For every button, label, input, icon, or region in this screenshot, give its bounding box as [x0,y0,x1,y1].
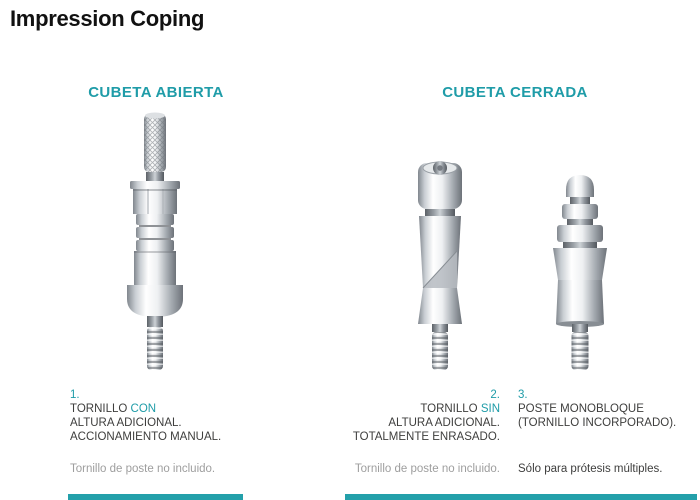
product-3-line2: (TORNILLO INCORPORADO). [518,417,677,429]
product-2-note: Tornillo de poste no incluido. [354,463,500,475]
product-1-number: 1. [70,389,80,401]
product-2-line1-text: TORNILLO [420,403,478,415]
section-header-closed-tray: CUBETA CERRADA [442,84,588,101]
product-1-line1-text: TORNILLO [70,403,128,415]
implant-monoblock-image [553,175,607,370]
product-2-line2: ALTURA ADICIONAL. [388,417,500,429]
product-3-caption: 3. POSTE MONOBLOQUE (TORNILLO INCORPORAD… [518,388,698,430]
product-3-note: Sólo para prótesis múltiples. [518,463,663,475]
product-3-number: 3. [518,389,528,401]
product-2-line3: TOTALMENTE ENRASADO. [352,431,500,443]
implant-closed-tray-image [418,161,462,370]
product-1-line2: ALTURA ADICIONAL. [70,417,182,429]
product-2-caption: 2. TORNILLO SIN ALTURA ADICIONAL. TOTALM… [305,388,500,444]
product-2-line1: TORNILLO SIN [305,402,500,416]
product-2-line1-accent: SIN [480,403,500,415]
product-1-note: Tornillo de poste no incluido. [70,463,216,475]
product-1-line3: ACCIONAMIENTO MANUAL. [70,431,222,443]
product-2-number: 2. [490,389,500,401]
accent-bar-left [68,494,243,500]
product-1-line1: TORNILLO CON [70,402,285,416]
product-1-caption: 1. TORNILLO CON ALTURA ADICIONAL. ACCION… [70,388,285,444]
page-title: Impression Coping [10,6,205,31]
product-images [0,105,700,385]
product-1-line1-accent: CON [130,403,157,415]
product-3-line1: POSTE MONOBLOQUE [518,403,644,415]
implant-renders-svg [127,112,607,370]
accent-bar-right [345,494,697,500]
implant-open-tray-image [127,112,183,370]
section-header-open-tray: CUBETA ABIERTA [88,84,224,101]
